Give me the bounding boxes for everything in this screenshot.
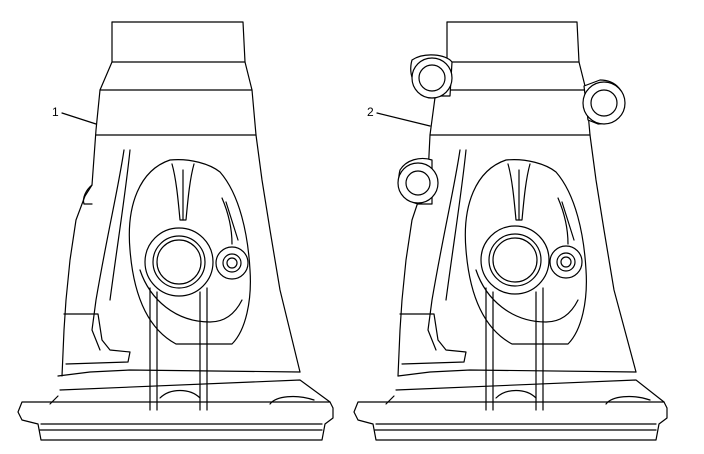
boss-upper-right — [582, 79, 626, 125]
housing-without-bosses — [17, 21, 334, 441]
housing-with-bosses — [353, 21, 668, 441]
callout-label-1: 1 — [52, 105, 59, 119]
boss-mid-left — [397, 157, 439, 205]
callout-label-2: 2 — [367, 105, 374, 119]
boss-upper-left — [410, 54, 453, 99]
